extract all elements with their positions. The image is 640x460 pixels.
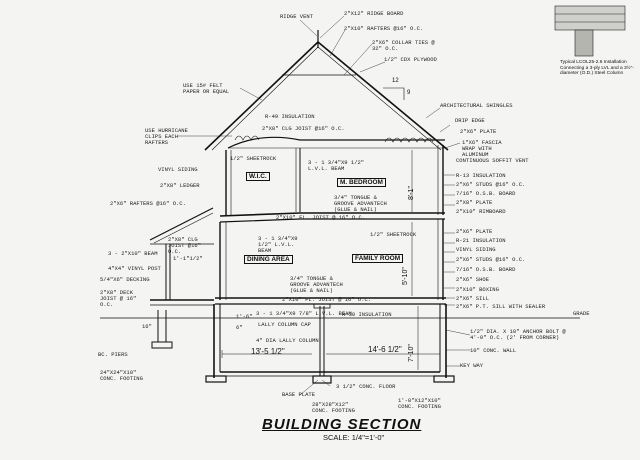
label-tongue-groove-2: 3/4" TONGUE & GROOVE ADVANTECH (GLUE & N… (334, 194, 387, 213)
label-wall-footing: 1'-8"X12"X10" CONC. FOOTING (398, 397, 441, 410)
label-decking: 5/4"X6" DECKING (100, 276, 150, 283)
right-footing (433, 375, 455, 383)
left-footing (205, 375, 227, 383)
label-ceiling-joist: 2"X8" CLG JOIST @16" O.C. (262, 125, 345, 132)
label-wrap: 2"X8" PLATE (456, 199, 493, 206)
label-tongue-groove-1: 3/4" TONGUE & GROOVE ADVANTECH (GLUE & N… (290, 275, 343, 294)
dim-floor2-height: 8'-1" (408, 186, 415, 200)
dim-floor1-height: 7'-10" (408, 344, 415, 362)
label-vinyl-post: 4"X4" VINYL POST (108, 265, 161, 272)
label-sill: 2"X6" SILL (456, 295, 490, 302)
label-column-cap: LALLY COLUMN CAP (258, 321, 311, 328)
label-vinyl-siding-right: VINYL SIDING (456, 246, 496, 253)
label-floor-joist-2: 2"X10" FL. JOIST @ 16" O.C. (276, 214, 366, 221)
label-ledger: 2"X8" LEDGER (160, 182, 200, 189)
label-porch-rafters: 2"X6" RAFTERS @16" O.C. (110, 200, 186, 207)
label-r30: R-30 INSULATION (342, 311, 392, 318)
label-porch-16: 16" (142, 323, 152, 330)
label-anchor-bolt: 1/2" DIA. X 10" ANCHOR BOLT @ 4'-0" O.C.… (470, 328, 566, 341)
label-c-1-5: 1'-6" (236, 313, 253, 320)
label-studs-mid: 2"X6" STUDS @16" O.C. (456, 256, 526, 263)
label-collar-ties: 2"X6" COLLAR TIES @ 32" O.C. (372, 39, 435, 52)
label-r21: R-21 INSULATION (456, 237, 506, 244)
second-floor (219, 212, 445, 217)
column-footing (312, 375, 332, 384)
label-one-half: 1'-1"1/2" (173, 255, 203, 262)
label-plate-mid: 2"X6" PLATE (456, 228, 493, 235)
label-arch-shingles: ARCHITECTURAL SHINGLES (440, 102, 513, 109)
label-felt: USE 15# FELT PAPER OR EQUAL (183, 82, 230, 95)
label-osb-right: 7/16" O.S.B. BOARD (456, 190, 516, 197)
label-lvl-beam-2: 3 - 1 3/4"X9 1/2" L.V.L. BEAM (258, 235, 298, 254)
label-studs-right: 2"X6" STUDS @16" O.C. (456, 181, 526, 188)
dim-span-right: 14'-6 1/2" (368, 345, 402, 354)
dim-wall-height: 5'-10" (402, 267, 409, 285)
dim-span-left: 13'-5 1/2" (251, 347, 285, 356)
room-family: FAMILY ROOM (352, 254, 404, 263)
label-plywood: 1/2" CDX PLYWOOD (384, 56, 437, 63)
room-wic: W.I.C. (246, 172, 270, 181)
porch-roof (149, 207, 214, 241)
label-top-plate: 2"X6" PLATE (460, 128, 497, 135)
label-triple-beam: 3 - 1 3/4"X9 7/8" L.V.L. BEAM (256, 310, 352, 317)
label-shoe: 2"X6" SHOE (456, 276, 490, 283)
label-osb-mid: 7/16" O.S.B. BOARD (456, 266, 516, 273)
label-rim: 2"X10" RIMBOARD (456, 208, 506, 215)
label-lvl-beam: 3 - 1 3/4"X9 1/2" L.V.L. BEAM (308, 159, 365, 172)
label-boxing: 2"X10" BOXING (456, 286, 499, 293)
label-drip-edge: DRIP EDGE (455, 117, 485, 124)
drawing-title: BUILDING SECTION (262, 416, 422, 433)
label-porch-post: 3 - 2"X10" BEAM (108, 250, 158, 257)
label-ridge-vent: RIDGE VENT (280, 13, 314, 20)
label-soffit: CONTINUOUS SOFFIT VENT (456, 157, 529, 164)
label-conc-floor: 3 1/2" CONC. FLOOR (336, 383, 396, 390)
label-vinyl-siding-left: VINYL SIDING (158, 166, 198, 173)
label-rafters: 2"X10" RAFTERS @16" O.C. (344, 25, 424, 32)
label-fascia: 1"X6" FASCIA WRAP WITH ALUMINUM (462, 139, 502, 158)
label-ceiling-joist-porch: 2"X8" CLG JOIST @16" O.C. (168, 236, 202, 255)
room-bedroom: M. BEDROOM (337, 178, 386, 187)
label-sill-sealer: 2"X6" P.T. SILL WITH SEALER (456, 303, 546, 310)
label-pier-footing: 24"X24"X10" CONC. FOOTING (100, 369, 143, 382)
room-dining: DINING AREA (244, 255, 293, 264)
label-piers: BC. PIERS (98, 351, 128, 358)
label-conc-wall: 10" CONC. WALL (470, 347, 517, 354)
slope-run: 12 (392, 78, 399, 84)
slope-rise: 9 (407, 90, 411, 96)
label-base-plate: BASE PLATE (282, 391, 316, 398)
label-sheetrock-mid: 1/2" SHEETROCK (370, 231, 417, 238)
label-sheetrock-top: 1/2" SHEETROCK (230, 155, 277, 162)
label-hurricane: USE HURRICANE CLIPS EACH RAFTERS (145, 127, 188, 146)
drawing-scale: SCALE: 1/4"=1'-0" (323, 433, 385, 442)
label-r13: R-13 INSULATION (456, 172, 506, 179)
label-r49: R-49 INSULATION (265, 113, 315, 120)
label-col-footing: 28"X28"X12" CONC. FOOTING (312, 401, 355, 414)
vaulted-ceiling (227, 136, 445, 149)
detail-note: Typical LCOL25-2.6 Installation Connecti… (560, 60, 634, 77)
detail-sketch (554, 5, 626, 57)
label-deck-joist: 2"X8" DECK JOIST @ 16" O.C. (100, 289, 137, 308)
label-ridge-board: 2"X12" RIDGE BOARD (344, 10, 404, 17)
label-floor-joist-1: 2"X10" FL. JOIST @ 16" O.C. (282, 296, 372, 303)
label-key-way: KEY WAY (460, 362, 484, 369)
label-lally: 4" DIA LALLY COLUMN (256, 337, 319, 344)
label-o6: 6" (236, 324, 243, 331)
roof-right-slope (317, 41, 449, 151)
roof-left-slope (204, 41, 319, 151)
label-grade: GRADE (573, 310, 590, 317)
